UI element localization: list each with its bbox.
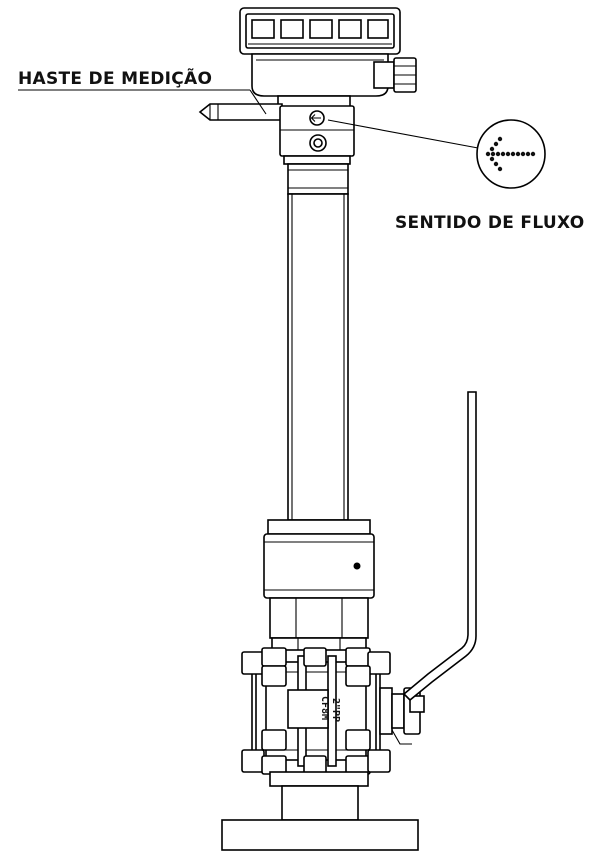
valve-marking-material: CF8M	[319, 696, 330, 720]
valve-handle	[379, 391, 477, 745]
upper-collar	[263, 519, 375, 599]
measuring-rod-label: HASTE DE MEDIÇÃO	[18, 66, 212, 89]
flow-direction-label: SENTIDO DE FLUXO	[395, 213, 585, 233]
flow-arrow-icon	[485, 136, 536, 172]
bottom-flange	[221, 771, 419, 851]
flow-direction-callout	[476, 119, 546, 189]
measuring-rod-callout: HASTE DE MEDIÇÃO	[18, 66, 267, 115]
hex-nut-stack	[269, 597, 369, 651]
stem-tube	[287, 163, 349, 521]
measuring-rod	[198, 103, 283, 121]
ball-valve-body: 2"PP CF8M	[241, 647, 391, 775]
flow-leader-line	[327, 119, 479, 149]
mounting-block	[279, 105, 355, 165]
transmitter-head	[239, 7, 417, 109]
valve-marking-size: 2"PP	[330, 698, 341, 722]
